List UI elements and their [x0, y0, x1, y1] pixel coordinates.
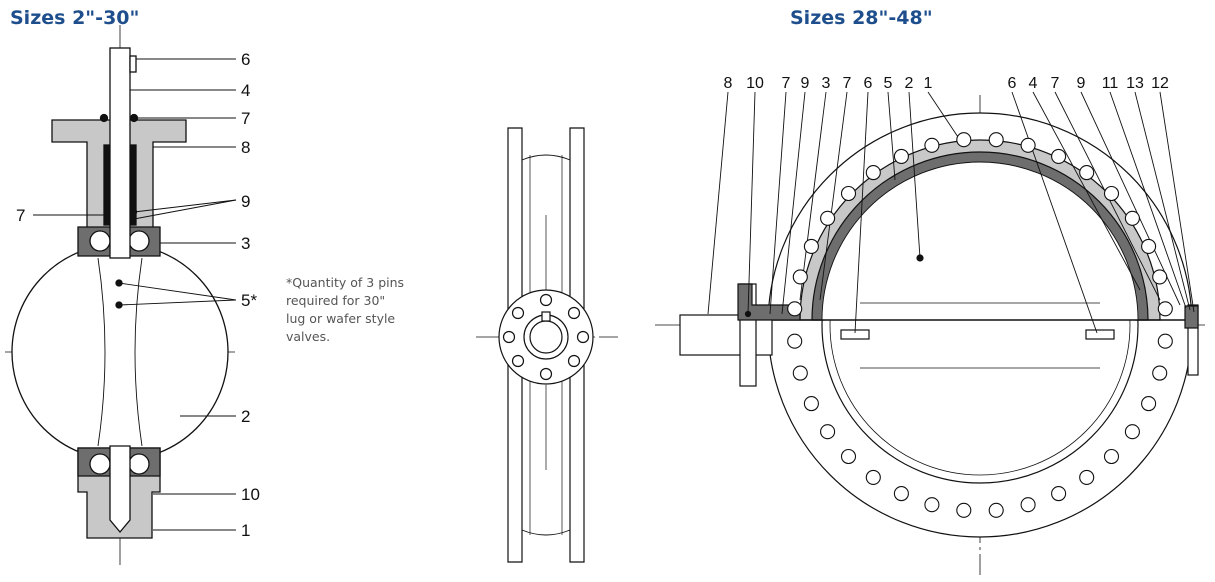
callout-1: 1	[241, 521, 250, 540]
bolt-hole	[1103, 185, 1120, 202]
bolt-hole	[988, 502, 1004, 518]
rcallout-13: 13	[1126, 75, 1144, 92]
callout-9: 9	[241, 192, 250, 211]
rcallout-4: 4	[1029, 75, 1038, 92]
rcallout-12: 12	[1151, 75, 1169, 92]
rcallout-7: 7	[782, 75, 791, 92]
bolt-hole	[893, 148, 909, 164]
bolt-hole	[1141, 238, 1157, 254]
callout-5: 5*	[241, 291, 257, 310]
bolt-hole	[893, 486, 909, 502]
rcallout-3: 3	[822, 75, 831, 92]
bolt-hole	[1124, 424, 1140, 440]
bolt-hole	[865, 469, 881, 485]
disc	[11, 243, 229, 461]
bolt-hole	[1152, 365, 1168, 381]
bolt-hole	[1141, 396, 1157, 412]
large-valve-view: 8 10 7 9 3 7 6 5 2 1 6 4 7 9 11 13 12	[655, 75, 1205, 575]
bolt-hole	[956, 502, 972, 518]
bolt-hole	[924, 497, 940, 513]
rcallout-7c: 7	[1051, 75, 1060, 92]
bolt-hole	[956, 132, 972, 148]
bolt-hole	[1079, 469, 1095, 485]
bolt-hole	[803, 238, 819, 254]
bolt-hole	[1103, 448, 1120, 465]
rcallout-7b: 7	[843, 75, 852, 92]
bolt-hole	[1124, 210, 1140, 226]
left-shaft	[679, 314, 773, 356]
title-small-sizes: Sizes 2"-30"	[10, 7, 140, 29]
callout-10: 10	[241, 485, 260, 504]
bolt-hole	[792, 365, 808, 381]
rcallout-9: 9	[801, 75, 810, 92]
bolt-hole	[820, 424, 836, 440]
upper-stem	[109, 47, 131, 259]
bolt-hole	[924, 137, 940, 153]
callout-8: 8	[241, 138, 250, 157]
rcallout-2: 2	[905, 75, 914, 92]
bolt-hole	[1157, 301, 1173, 317]
lower-stem	[109, 445, 131, 534]
callout-7: 7	[241, 109, 250, 128]
callout-4: 4	[241, 81, 250, 100]
bolt-hole	[865, 165, 881, 181]
rcallout-9b: 9	[1077, 75, 1086, 92]
bolt-hole	[1079, 165, 1095, 181]
bolt-hole	[1051, 486, 1067, 502]
bolt-hole	[840, 448, 857, 465]
bolt-hole	[1152, 269, 1168, 285]
bolt-hole	[840, 185, 857, 202]
rcallout-10: 10	[746, 75, 764, 92]
bolt-hole	[787, 301, 803, 317]
bolt-hole	[820, 210, 836, 226]
bolt-hole	[787, 333, 803, 349]
bolt-hole	[988, 132, 1004, 148]
rcallout-6b: 6	[1008, 75, 1017, 92]
callout-2: 2	[241, 407, 250, 426]
bolt-hole	[1157, 333, 1173, 349]
callout-3: 3	[241, 234, 250, 253]
pin-quantity-note: *Quantity of 3 pins required for 30" lug…	[286, 275, 405, 344]
rcallout-5: 5	[884, 75, 893, 92]
rcallout-8: 8	[724, 75, 733, 92]
rcallout-6: 6	[864, 75, 873, 92]
bolt-hole	[1020, 497, 1036, 513]
rcallout-1: 1	[924, 75, 933, 92]
small-valve-section: 6 4 7 8 7 9 3 5* 2 10 1	[5, 25, 260, 565]
bolt-hole	[1051, 148, 1067, 164]
bolt-hole	[792, 269, 808, 285]
title-large-sizes: Sizes 28"-48"	[790, 7, 933, 29]
bolt-hole	[803, 396, 819, 412]
callout-7-left: 7	[16, 206, 25, 225]
side-view	[476, 127, 618, 563]
rcallout-11: 11	[1102, 75, 1119, 92]
callout-6: 6	[241, 50, 250, 69]
bolt-hole	[1020, 137, 1036, 153]
